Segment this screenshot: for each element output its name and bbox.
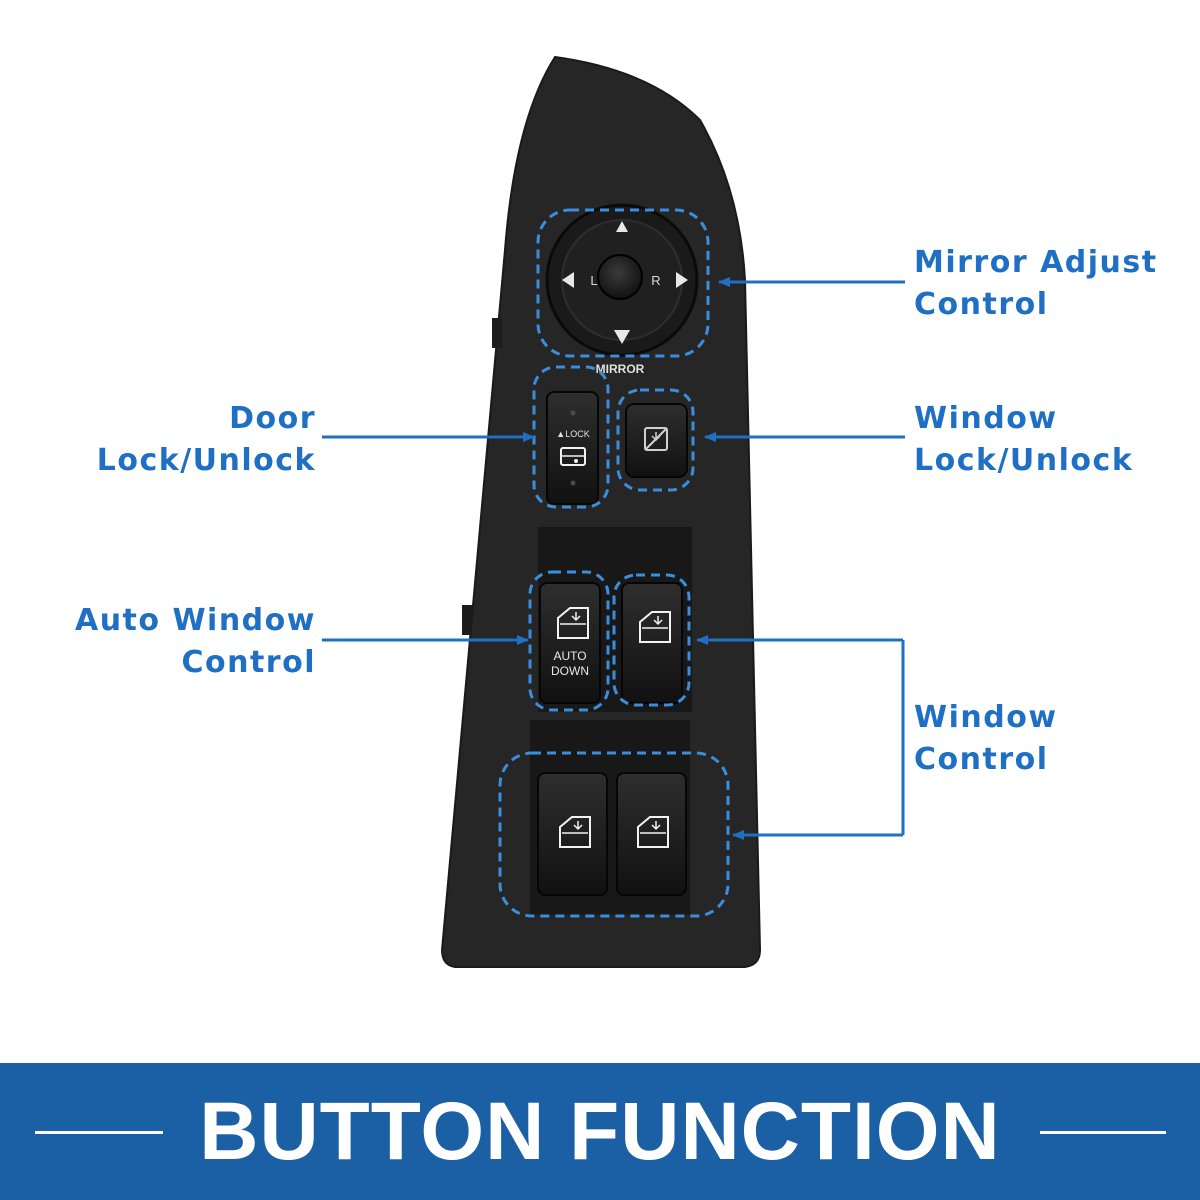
banner-title: BUTTON FUNCTION [199,1086,1001,1177]
mirror-knob[interactable] [597,254,643,300]
auto-window-switch[interactable]: AUTO DOWN [539,582,601,704]
highlight-outlines [498,208,730,918]
title-banner [0,1063,1200,1200]
banner-rule-right [1040,1131,1166,1134]
door-lock-switch[interactable]: ▲LOCK [546,391,599,505]
rear-left-window-icon [559,816,591,848]
mirror-down-arrow-icon[interactable] [614,330,630,344]
auto-window-button[interactable] [539,582,601,704]
door-lock-line1: Door [229,401,316,436]
mirror-highlight [536,208,710,358]
mirror-right-arrow-icon[interactable] [676,272,688,288]
panel-side-tab-lower [462,605,472,635]
mirror-adjust-callout: Mirror Adjust Control [914,242,1158,326]
auto-window-highlight [528,570,610,712]
front-window-highlight [612,573,691,707]
banner-rule-left [35,1131,163,1134]
rear-left-window-switch[interactable] [537,772,608,896]
callout-arrows [322,277,905,840]
rear-window-highlight [498,751,730,918]
mirror-adjust-line2: Control [914,287,1049,322]
mirror-adjust-control[interactable]: L R [545,203,699,357]
rear-left-window-button[interactable] [537,772,608,896]
mirror-label: MIRROR [596,362,645,376]
door-unlock-icon [560,447,586,466]
mirror-right-label: R [651,273,660,288]
door-lock-callout: Door Lock/Unlock [70,398,316,482]
auto-label-line2: DOWN [551,664,589,678]
rear-right-window-icon [637,816,669,848]
auto-window-line1: Auto Window [74,603,316,638]
window-lock-line2: Lock/Unlock [914,443,1134,478]
window-lock-icon [644,427,668,451]
panel-side-tab [492,318,502,348]
window-control-line1: Window [914,700,1058,735]
mirror-adjust-line1: Mirror Adjust [914,245,1158,280]
window-lock-switch[interactable] [625,403,688,478]
front-passenger-window-icon [639,611,671,643]
front-passenger-window-switch[interactable] [621,582,683,704]
door-lock-indicator-lower [570,480,576,486]
mirror-up-arrow-icon[interactable] [616,221,628,232]
auto-window-line2: Control [181,645,316,680]
mirror-left-arrow-icon[interactable] [562,272,574,288]
rear-right-window-switch[interactable] [616,772,687,896]
window-control-callout: Window Control [914,697,1058,781]
door-lock-line2: Lock/Unlock [96,443,316,478]
auto-label-line1: AUTO [553,649,586,663]
auto-window-door-icon [557,607,589,639]
window-lock-highlight [616,388,695,492]
door-lock-label: ▲LOCK [556,429,589,439]
window-lock-line1: Window [914,401,1058,436]
mirror-left-label: L [590,273,597,288]
rear-right-window-button[interactable] [616,772,687,896]
window-control-line2: Control [914,742,1049,777]
window-lock-callout: Window Lock/Unlock [914,398,1133,482]
auto-window-callout: Auto Window Control [50,600,316,684]
door-lock-indicator [570,410,576,416]
